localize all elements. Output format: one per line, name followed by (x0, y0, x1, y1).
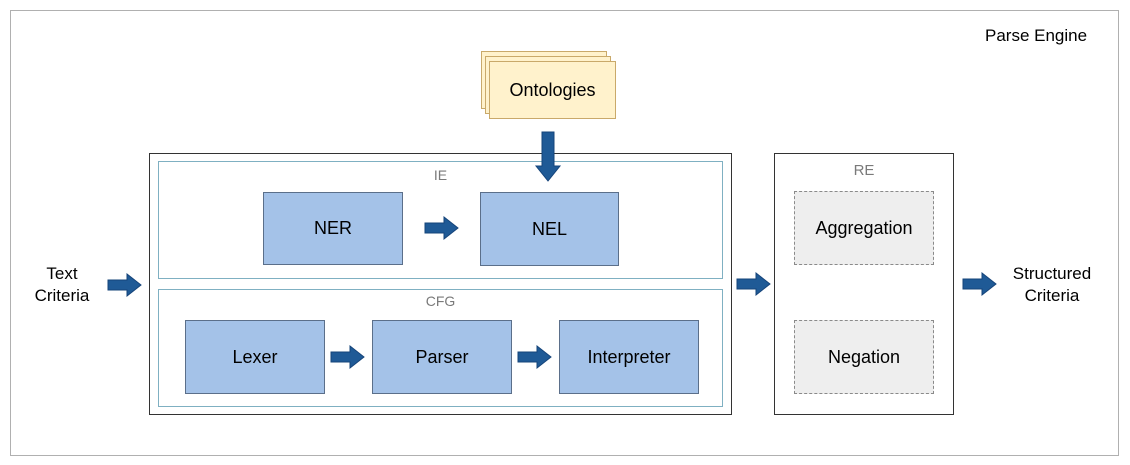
ontologies-box: Ontologies (489, 61, 616, 119)
nel-label: NEL (531, 218, 567, 239)
ontologies-label: Ontologies (509, 79, 596, 100)
interpreter-label: Interpreter (587, 346, 671, 367)
nel-box: NEL (480, 192, 619, 266)
panel-to-re-arrow (736, 271, 771, 297)
input-label-line-1: Text (46, 264, 78, 283)
engine-title: Parse Engine (985, 26, 1088, 45)
re-title: RE (853, 162, 875, 179)
negation-label: Negation (827, 346, 901, 367)
ner-to-nel-arrow (424, 215, 459, 241)
ontologies-to-nel-arrow (534, 131, 562, 182)
output-label-line-2: Criteria (1024, 286, 1080, 305)
lexer-to-parser-arrow (330, 344, 365, 370)
aggregation-label: Aggregation (815, 217, 913, 238)
lexer-label: Lexer (232, 346, 278, 367)
ner-label: NER (313, 218, 352, 238)
aggregation-box: Aggregation (794, 191, 934, 265)
input-label: Text Criteria (26, 263, 98, 307)
parser-to-interpreter-arrow (517, 344, 552, 370)
ie-title: IE (433, 167, 448, 183)
output-arrow (962, 271, 997, 297)
input-arrow (107, 272, 142, 298)
output-label: Structured Criteria (1000, 263, 1104, 307)
ner-box: NER (263, 192, 403, 265)
negation-box: Negation (794, 320, 934, 394)
lexer-box: Lexer (185, 320, 325, 394)
interpreter-box: Interpreter (559, 320, 699, 394)
input-label-line-2: Criteria (34, 286, 90, 305)
ie-group (158, 161, 723, 279)
output-label-line-1: Structured (1012, 264, 1092, 283)
cfg-title: CFG (425, 293, 456, 309)
parser-label: Parser (415, 346, 469, 367)
parser-box: Parser (372, 320, 512, 394)
